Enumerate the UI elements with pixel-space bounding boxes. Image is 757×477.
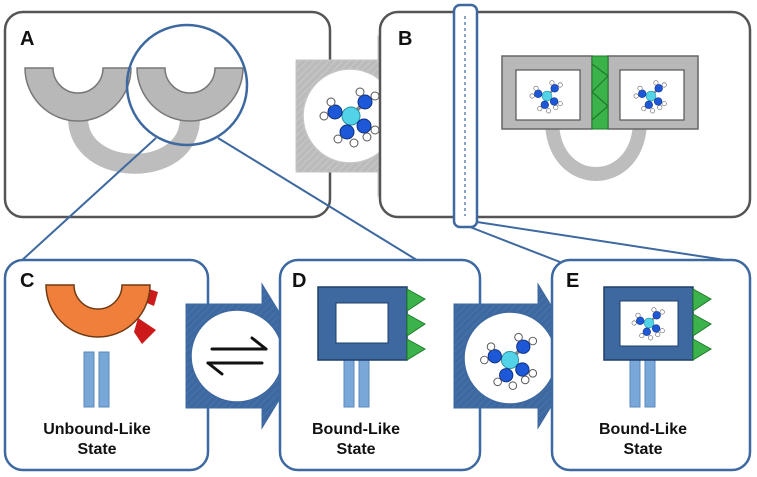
- state-caption-d: Bound-Like State: [291, 420, 421, 460]
- zoom-circle: [125, 23, 249, 147]
- zoom-strip: [452, 3, 479, 229]
- state-caption-c-line1: Unbound-Like: [43, 421, 151, 438]
- panel-b: [378, 3, 752, 229]
- state-caption-e-line2: State: [623, 441, 663, 458]
- ligand-molecule-icon: [633, 80, 667, 114]
- equilibrium-holder: [190, 309, 284, 403]
- ligand-molecule-icon: [529, 80, 563, 114]
- panel-d: [278, 258, 482, 472]
- binding-arrow-blue: [453, 282, 583, 430]
- zoom-connectors: [19, 137, 739, 263]
- panel-d-label: D: [292, 270, 307, 292]
- ligand-molecule-icon: [480, 332, 538, 390]
- panel-e-label: E: [566, 270, 580, 292]
- green-flap: [692, 288, 712, 312]
- state-caption-d-line2: State: [336, 441, 376, 458]
- orange-domain: [45, 284, 151, 338]
- linker-loop: [68, 116, 200, 174]
- state-caption-e-line1: Bound-Like: [599, 421, 687, 438]
- empty-binding-pocket: [335, 302, 389, 344]
- equilibrium-arrows-icon: [206, 336, 268, 376]
- state-caption-e: Bound-Like State: [578, 420, 708, 460]
- linker-loop-b: [545, 119, 647, 181]
- panel-e: [550, 258, 752, 472]
- state-caption-d-line1: Bound-Like: [312, 421, 400, 438]
- panel-a-label: A: [20, 28, 35, 50]
- green-flap: [406, 288, 426, 312]
- panel-a: [3, 10, 332, 219]
- u-domain-right: [136, 67, 244, 122]
- panel-c: [3, 258, 210, 472]
- ligand-molecule-icon: [319, 87, 380, 148]
- state-caption-c-line2: State: [77, 441, 117, 458]
- stalk-right: [98, 351, 110, 408]
- stalk-left: [83, 351, 95, 408]
- u-domain-left: [24, 67, 132, 122]
- state-caption-c: Unbound-Like State: [32, 420, 162, 460]
- ligand-molecule-icon: [631, 307, 665, 341]
- panel-c-label: C: [20, 270, 35, 292]
- panel-b-label: B: [398, 28, 413, 50]
